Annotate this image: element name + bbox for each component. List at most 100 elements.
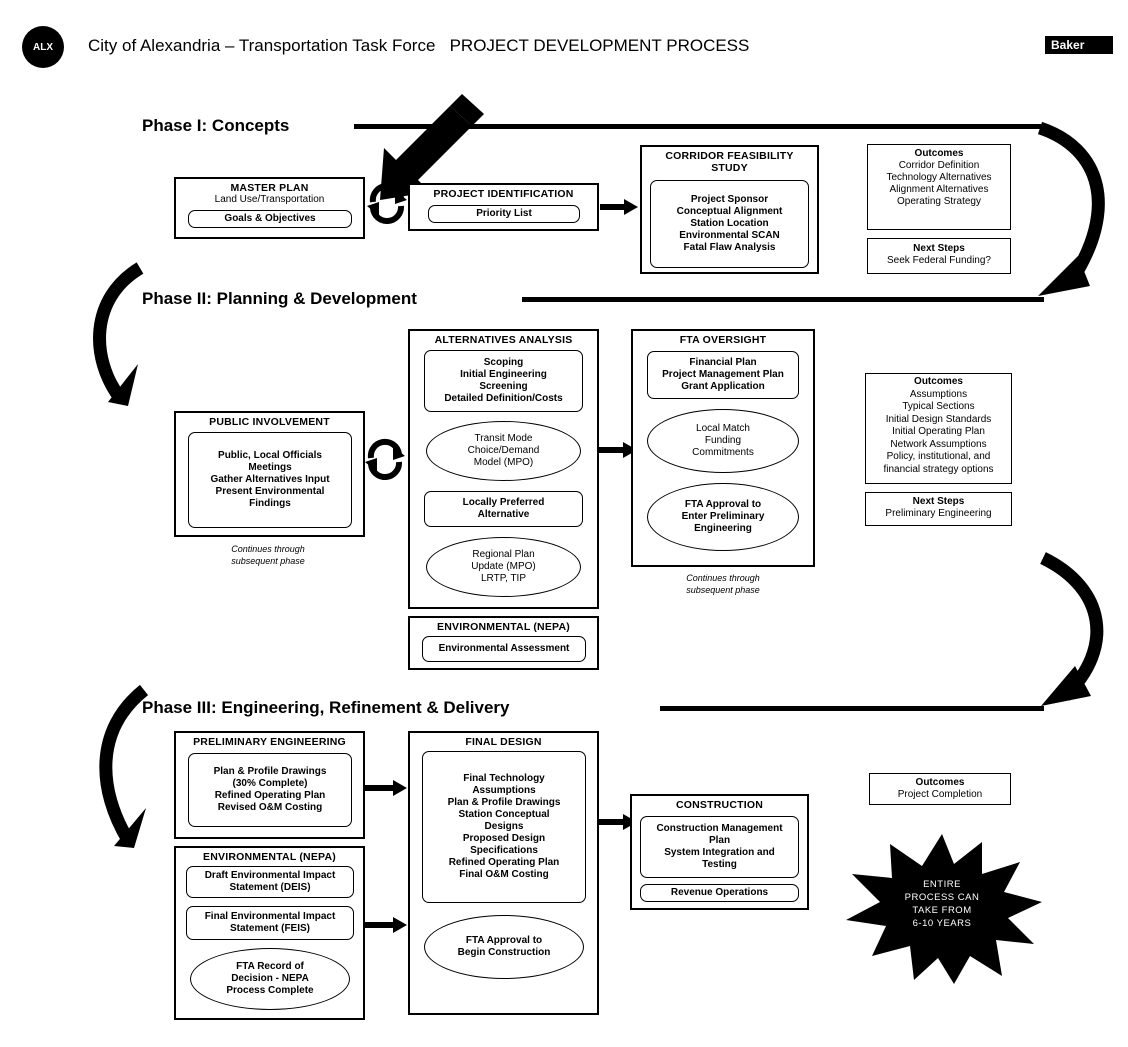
nepa-title: ENVIRONMENTAL (NEPA) <box>437 621 570 633</box>
flow-arrow <box>365 780 407 796</box>
env-3-title: ENVIRONMENTAL (NEPA) <box>203 851 336 863</box>
outcomes-title: Outcomes <box>915 777 965 788</box>
flow-arrow <box>365 917 407 933</box>
public-item: Public, Local Officials <box>218 450 322 461</box>
public-involvement-items: Public, Local Officials Meetings Gather … <box>188 432 352 528</box>
page-title: City of Alexandria – Transportation Task… <box>88 36 750 55</box>
outcome-item: Alignment Alternatives <box>889 184 989 195</box>
preliminary-items: Plan & Profile Drawings (30% Complete) R… <box>188 753 352 827</box>
we-are-here-arrow <box>380 94 484 200</box>
public-item: Gather Alternatives Input <box>210 474 330 485</box>
fta-oversight-box: FTA OVERSIGHT Financial Plan Project Man… <box>631 329 815 567</box>
public-item: Findings <box>249 498 291 509</box>
preliminary-title: PRELIMINARY ENGINEERING <box>193 736 346 748</box>
alternatives-analysis-box: ALTERNATIVES ANALYSIS Scoping Initial En… <box>408 329 599 609</box>
phase-3-title: Phase III: Engineering, Refinement & Del… <box>142 698 510 717</box>
phase-3-outcomes: Outcomes Project Completion <box>869 773 1011 805</box>
outcomes-title: Outcomes <box>914 148 964 159</box>
alternatives-box-1: Scoping Initial Engineering Screening De… <box>424 350 583 412</box>
revenue-operations: Revenue Operations <box>640 884 799 902</box>
master-plan-sub: Land Use/Transportation <box>214 194 325 205</box>
master-plan-title: MASTER PLAN <box>230 182 309 194</box>
project-identification-title: PROJECT IDENTIFICATION <box>433 188 574 200</box>
we-are-here-arrow-shape <box>380 106 472 200</box>
public-item: Present Environmental <box>215 486 325 497</box>
outcome-item: Initial Operating Plan <box>892 426 985 437</box>
outcome-item: Assumptions <box>909 388 968 400</box>
city-logo: ALX <box>22 26 64 68</box>
preliminary-engineering-box: PRELIMINARY ENGINEERING Plan & Profile D… <box>174 731 365 839</box>
phase-connector-arrow-left <box>99 684 149 848</box>
burst-text: ENTIRE PROCESS CAN TAKE FROM 6-10 YEARS <box>904 879 980 929</box>
fta-approval-oval: FTA Approval to Enter Preliminary Engine… <box>647 483 799 551</box>
outcomes-title: Outcomes <box>914 376 963 387</box>
logo-text: ALX <box>33 41 53 53</box>
deis-box: Draft Environmental Impact Statement (DE… <box>186 866 354 898</box>
master-plan-box: MASTER PLAN Land Use/Transportation Goal… <box>174 177 365 239</box>
flow-arrow <box>600 199 638 215</box>
fta-box-1: Financial Plan Project Management Plan G… <box>647 351 799 399</box>
record-of-decision-oval: FTA Record of Decision - NEPA Process Co… <box>190 948 350 1010</box>
starburst-shape <box>846 834 1042 984</box>
construction-title: CONSTRUCTION <box>676 799 763 811</box>
outcome-item: Project Completion <box>897 789 983 800</box>
next-steps-title: Next Steps <box>913 243 965 254</box>
flow-arrow <box>599 442 637 458</box>
outcome-item: Corridor Definition <box>898 160 980 171</box>
fta-continues-note: Continues through subsequent phase <box>686 573 760 595</box>
priority-list: Priority List <box>428 205 580 223</box>
outcome-item: Network Assumptions <box>890 438 987 450</box>
final-design-box: FINAL DESIGN Final Technology Assumption… <box>408 731 599 1015</box>
corridor-title-2: STUDY <box>711 162 748 174</box>
environmental-assessment: Environmental Assessment <box>422 636 586 662</box>
corridor-feasibility-box: CORRIDOR FEASIBILITY STUDY Project Spons… <box>640 145 819 274</box>
next-steps-item: Preliminary Engineering <box>885 508 992 519</box>
regional-plan-oval: Regional Plan Update (MPO) LRTP, TIP <box>426 537 581 597</box>
public-involvement-title: PUBLIC INVOLVEMENT <box>209 416 330 428</box>
corridor-item: Station Location <box>690 218 769 229</box>
phase-connector-arrow-right <box>1040 552 1104 706</box>
outcome-item: Operating Strategy <box>897 196 981 207</box>
phase-connector-arrow-right <box>1037 121 1105 296</box>
outcome-item: Technology Alternatives <box>886 172 992 183</box>
outcome-item: Initial Design Standards <box>885 413 992 425</box>
corridor-title-1: CORRIDOR FEASIBILITY <box>665 150 794 162</box>
environmental-nepa-box: ENVIRONMENTAL (NEPA) Environmental Asses… <box>408 616 599 670</box>
final-design-title: FINAL DESIGN <box>465 736 542 748</box>
corridor-item: Fatal Flaw Analysis <box>683 242 776 253</box>
phase-1-next-steps: Next Steps Seek Federal Funding? <box>867 238 1011 274</box>
cycle-arrows-icon <box>367 182 407 225</box>
corridor-item: Conceptual Alignment <box>676 206 783 217</box>
public-continues-note: Continues through subsequent phase <box>231 544 305 566</box>
begin-construction-oval: FTA Approval to Begin Construction <box>424 915 584 979</box>
transit-mode-oval: Transit Mode Choice/Demand Model (MPO) <box>426 421 581 481</box>
outcome-item: Typical Sections <box>902 401 975 412</box>
phase-2-next-steps: Next Steps Preliminary Engineering <box>865 492 1012 526</box>
final-design-items: Final Technology Assumptions Plan & Prof… <box>422 751 586 903</box>
corridor-item: Project Sponsor <box>690 194 769 205</box>
feis-box: Final Environmental Impact Statement (FE… <box>186 906 354 940</box>
phase-1-title: Phase I: Concepts <box>142 116 290 135</box>
phase-2-rule <box>522 297 1044 302</box>
next-steps-title: Next Steps <box>912 496 965 507</box>
public-involvement-box: PUBLIC INVOLVEMENT Public, Local Officia… <box>174 411 365 537</box>
outcome-item: financial strategy options <box>883 463 994 475</box>
construction-items: Construction Management Plan System Inte… <box>640 816 799 878</box>
public-item: Meetings <box>248 462 292 473</box>
baker-brand: Baker <box>1045 36 1113 54</box>
phase-connector-arrow-left <box>93 262 144 406</box>
phase-1-outcomes: Outcomes Corridor Definition Technology … <box>867 144 1011 230</box>
locally-preferred-box: Locally Preferred Alternative <box>424 491 583 527</box>
outcome-item: Policy, institutional, and <box>886 451 991 462</box>
corridor-items: Project Sponsor Conceptual Alignment Sta… <box>650 180 809 268</box>
alternatives-title: ALTERNATIVES ANALYSIS <box>434 334 573 346</box>
project-identification-box: PROJECT IDENTIFICATION Priority List <box>408 183 599 231</box>
local-match-oval: Local Match Funding Commitments <box>647 409 799 473</box>
phase-1-rule <box>354 124 1044 129</box>
next-steps-item: Seek Federal Funding? <box>887 255 991 266</box>
cycle-arrows-icon <box>365 438 405 481</box>
corridor-item: Environmental SCAN <box>679 230 780 241</box>
phase-3-rule <box>660 706 1044 711</box>
phase-2-title: Phase II: Planning & Development <box>142 289 417 308</box>
goals-objectives: Goals & Objectives <box>188 210 352 228</box>
